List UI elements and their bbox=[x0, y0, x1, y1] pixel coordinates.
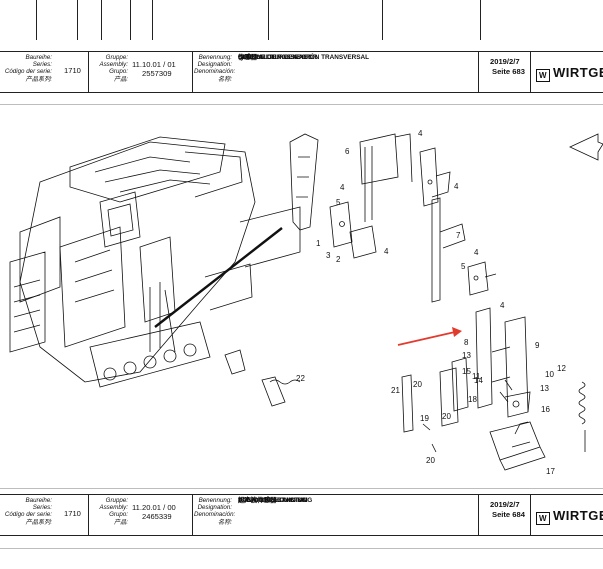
label-mingcheng: 名称: bbox=[217, 75, 232, 83]
callout-6: 6 bbox=[345, 147, 350, 156]
group-value: 2465339 bbox=[142, 512, 172, 521]
callout-15: 15 bbox=[462, 367, 471, 376]
callout-20c: 20 bbox=[426, 456, 435, 465]
callout-22: 22 bbox=[296, 374, 305, 383]
callout-16: 16 bbox=[541, 405, 550, 414]
callout-5b: 5 bbox=[461, 262, 466, 271]
wirtgen-mark-icon: W bbox=[536, 512, 550, 525]
part-name-en: SONIC-SKI SCANNING bbox=[238, 497, 307, 504]
part-name-en: LATERAL TILT SENSOR bbox=[238, 54, 311, 61]
callout-9: 9 bbox=[535, 341, 540, 350]
callout-5a: 5 bbox=[336, 198, 341, 207]
exploded-parts-drawing: 1 2 3 4 4 4 4 4 4 5 5 6 7 8 9 10 11 12 1… bbox=[9, 129, 603, 476]
part-name-es: PALPADOR SONIC-SKI bbox=[238, 497, 308, 504]
label-chanpin: 产品: bbox=[113, 75, 128, 83]
callout-12: 12 bbox=[557, 364, 566, 373]
series-value: 1710 bbox=[64, 509, 81, 518]
previous-page-table-strip bbox=[0, 0, 603, 40]
label-chanpin-xilie: 产品系列: bbox=[25, 75, 52, 83]
doc-date: 2019/2/7 bbox=[490, 57, 520, 66]
callout-18: 18 bbox=[468, 395, 477, 404]
label-denominacion: Denominación: bbox=[194, 68, 236, 76]
label-designation: Designation: bbox=[197, 504, 232, 512]
callout-4a: 4 bbox=[384, 247, 389, 256]
label-denominacion: Denominación: bbox=[194, 511, 236, 519]
callout-2: 2 bbox=[336, 255, 341, 264]
label-mingcheng: 名称: bbox=[217, 518, 232, 526]
part-name-de: SONIC-SKI ABTASTUNG bbox=[238, 497, 313, 504]
callout-8: 8 bbox=[464, 338, 469, 347]
callout-4d: 4 bbox=[474, 248, 479, 257]
callout-20b: 20 bbox=[442, 412, 451, 421]
callout-13b: 13 bbox=[540, 384, 549, 393]
page-number: Seite 684 bbox=[492, 510, 525, 519]
group-value: 2557309 bbox=[142, 69, 172, 78]
highlight-arrow bbox=[397, 327, 462, 346]
title-block-upper: Baureihe: Series: Código der serie: 产品系列… bbox=[0, 51, 603, 93]
callout-7: 7 bbox=[456, 231, 461, 240]
label-baureihe: Baureihe: bbox=[25, 54, 53, 61]
assembly-value: 11.10.01 / 01 bbox=[132, 60, 176, 69]
callout-4e: 4 bbox=[500, 301, 505, 310]
callout-4b: 4 bbox=[418, 129, 423, 138]
paver-machine-illustration bbox=[9, 136, 301, 388]
label-gruppe: Gruppe: bbox=[105, 54, 128, 61]
callout-1: 1 bbox=[316, 239, 321, 248]
page-separator bbox=[0, 104, 603, 105]
callout-19: 19 bbox=[420, 414, 429, 423]
label-assembly: Assembly: bbox=[99, 504, 128, 512]
part-name-zh: 传感器 bbox=[238, 54, 258, 61]
label-grupo: Grupo: bbox=[109, 511, 128, 519]
label-gruppe: Gruppe: bbox=[105, 497, 128, 504]
assembly-value: 11.20.01 / 00 bbox=[132, 503, 176, 512]
callout-3: 3 bbox=[326, 251, 331, 260]
callout-4c: 4 bbox=[454, 182, 459, 191]
callout-4f: 4 bbox=[340, 183, 345, 192]
label-baureihe: Baureihe: bbox=[25, 497, 53, 504]
label-codigo-serie: Código der serie: bbox=[4, 511, 52, 519]
page-number: Seite 683 bbox=[492, 67, 525, 76]
part-name-zh: 超声波传感器 bbox=[238, 497, 277, 504]
callout-20a: 20 bbox=[413, 380, 422, 389]
label-designation: Designation: bbox=[197, 61, 232, 69]
label-series: Series: bbox=[32, 61, 52, 69]
logo-text: WIRTGE bbox=[553, 508, 603, 523]
label-series: Series: bbox=[32, 504, 52, 512]
callout-11: 11 bbox=[472, 372, 481, 381]
wirtgen-mark-icon: W bbox=[536, 69, 550, 82]
label-codigo-serie: Código der serie: bbox=[4, 68, 52, 76]
series-value: 1710 bbox=[64, 66, 81, 75]
label-benennung: Benennung: bbox=[198, 54, 232, 61]
callout-17: 17 bbox=[546, 467, 555, 476]
doc-date: 2019/2/7 bbox=[490, 500, 520, 509]
callout-14: 14 bbox=[474, 376, 483, 385]
label-grupo: Grupo: bbox=[109, 68, 128, 76]
drawing-bottom-edge bbox=[0, 488, 603, 489]
callout-13a: 13 bbox=[462, 351, 471, 360]
part-name-es: SENSOR DE INCLINACIÓN TRANSVERSAL bbox=[238, 54, 370, 61]
label-assembly: Assembly: bbox=[99, 61, 128, 69]
callout-21: 21 bbox=[391, 386, 400, 395]
callout-10: 10 bbox=[545, 370, 554, 379]
label-chanpin: 产品: bbox=[113, 518, 128, 526]
page-separator bbox=[0, 548, 603, 549]
title-block-lower: Baureihe: Series: Código der serie: 产品系列… bbox=[0, 494, 603, 536]
label-chanpin-xilie: 产品系列: bbox=[25, 518, 52, 526]
logo-text: WIRTGE bbox=[553, 65, 603, 80]
leader-line bbox=[154, 227, 283, 328]
part-name-de: QUERNEIGUNGSSENSOR bbox=[238, 54, 318, 61]
label-benennung: Benennung: bbox=[198, 497, 232, 504]
